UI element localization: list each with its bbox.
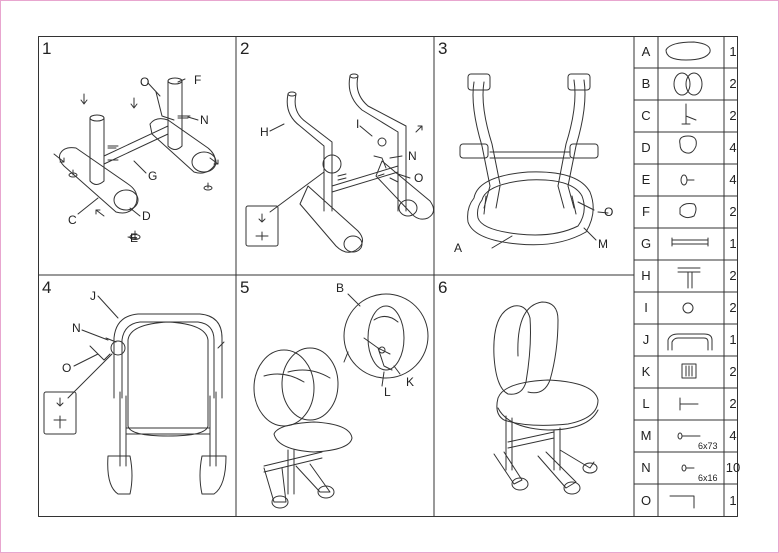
part-quantity: 2 <box>729 108 737 123</box>
allen-key-icon <box>669 495 695 509</box>
ball-cap-icon <box>682 302 694 314</box>
callout-label: C <box>68 213 77 227</box>
long-screw-icon <box>677 432 701 440</box>
handle-bar-icon <box>667 333 713 351</box>
part-letter: F <box>642 204 650 219</box>
step-3-illustration <box>459 73 609 249</box>
part-letter: G <box>640 236 652 251</box>
backrest-pad-icon <box>673 72 703 96</box>
part-letter: M <box>640 428 652 443</box>
callout-label: O <box>414 171 424 185</box>
short-screw-icon <box>681 464 695 472</box>
step-1-illustration <box>53 77 219 240</box>
callout-label: H <box>260 125 269 139</box>
step-number: 2 <box>240 39 250 58</box>
part-quantity: 1 <box>729 493 737 508</box>
step-5-illustration <box>253 293 429 509</box>
part-letter: N <box>641 460 651 475</box>
step-number: 3 <box>438 39 448 58</box>
part-letter: H <box>641 268 651 283</box>
part-quantity: 2 <box>729 268 737 283</box>
part-letter: D <box>641 140 651 155</box>
part-quantity: 2 <box>729 204 737 219</box>
part-quantity: 2 <box>729 364 737 379</box>
step-6-illustration <box>493 301 599 495</box>
crossbar-icon <box>671 237 709 247</box>
instruction-sheet: 1 2 3 4 5 6 O F N G C D E H I N O O A M … <box>38 36 740 517</box>
part-letter: J <box>642 332 650 347</box>
step-number: 4 <box>42 278 52 297</box>
callout-label: L <box>384 385 391 399</box>
part-quantity: 4 <box>729 140 737 155</box>
callout-label: O <box>604 205 614 219</box>
tube-cap-icon <box>679 203 697 219</box>
part-quantity: 10 <box>725 460 741 475</box>
part-size: 6x16 <box>698 473 718 483</box>
callout-label: E <box>130 231 139 245</box>
part-quantity: 1 <box>729 236 737 251</box>
callout-label: N <box>72 321 81 335</box>
callout-label: D <box>142 209 151 223</box>
callout-label: N <box>200 113 209 127</box>
part-letter: L <box>642 396 650 411</box>
part-letter: B <box>641 76 651 91</box>
step-4-illustration <box>43 295 227 495</box>
step-number: 1 <box>42 39 52 58</box>
callout-label: J <box>90 289 96 303</box>
knob-bolt-icon <box>679 397 699 411</box>
step-number: 5 <box>240 278 250 297</box>
callout-label: F <box>194 73 202 87</box>
step-2-illustration <box>245 73 434 253</box>
part-quantity: 2 <box>729 76 737 91</box>
callout-label: M <box>598 237 608 251</box>
callout-label: N <box>408 149 417 163</box>
part-size: 6x73 <box>698 441 718 451</box>
assembly-illustrations <box>38 36 738 517</box>
callout-label: O <box>62 361 72 375</box>
leg-cap-icon <box>679 135 697 154</box>
part-letter: K <box>641 364 651 379</box>
seat-pad-icon <box>665 41 711 61</box>
part-quantity: 4 <box>729 428 737 443</box>
part-quantity: 1 <box>729 44 737 59</box>
l-bracket-icon <box>677 267 701 289</box>
grid-lines <box>38 36 738 517</box>
glide-icon <box>680 174 695 186</box>
callout-label: I <box>356 117 360 131</box>
part-letter: A <box>641 44 651 59</box>
part-letter: E <box>641 172 651 187</box>
part-letter: O <box>640 493 652 508</box>
part-quantity: 1 <box>729 332 737 347</box>
step-number: 6 <box>438 278 448 297</box>
foot-bracket-icon <box>681 103 697 125</box>
callout-label: O <box>140 75 150 89</box>
callout-label: G <box>148 169 158 183</box>
part-quantity: 2 <box>729 300 737 315</box>
clamp-icon <box>681 363 697 379</box>
part-quantity: 4 <box>729 172 737 187</box>
part-letter: I <box>644 300 648 315</box>
callout-label: A <box>454 241 463 255</box>
part-quantity: 2 <box>729 396 737 411</box>
callout-label: K <box>406 375 415 389</box>
callout-label: B <box>336 281 345 295</box>
part-letter: C <box>641 108 651 123</box>
